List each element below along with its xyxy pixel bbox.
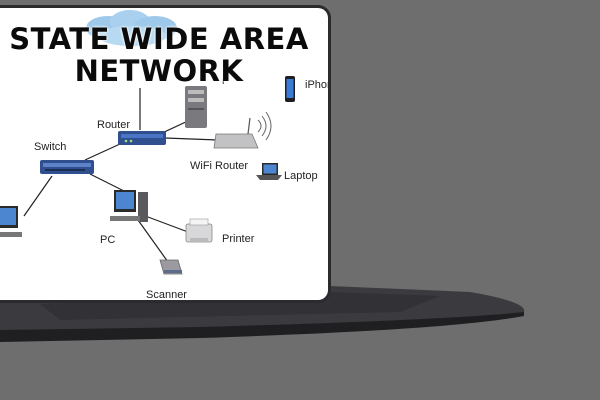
network-diagram: Router Switch r WiFi Router iPhon Laptop…	[0, 10, 328, 300]
headline-line-1: STATE WIDE AREA	[9, 22, 309, 56]
link-router-wifi	[164, 137, 219, 141]
label-printer: Printer	[222, 233, 255, 245]
pc-icon	[110, 190, 148, 222]
label-switch: Switch	[34, 141, 66, 153]
label-router: Router	[97, 119, 130, 131]
label-iphone: iPhon	[305, 79, 328, 91]
printer-icon	[185, 218, 213, 243]
link-router-switch	[84, 143, 121, 161]
router-icon	[118, 131, 166, 145]
headline-line-2: NETWORK	[74, 54, 244, 88]
label-scanner: Scanner	[146, 289, 187, 300]
label-laptop: Laptop	[284, 170, 318, 182]
label-wifi-router: WiFi Router	[190, 160, 248, 172]
scanner-icon	[159, 259, 183, 275]
label-server-fragment: r	[222, 75, 226, 87]
server-icon	[185, 86, 207, 128]
laptop-deck-edge	[0, 312, 524, 342]
keyboard-area	[40, 292, 440, 320]
cloud-icon	[86, 10, 177, 46]
wifi-router-icon	[213, 111, 272, 149]
link-switch-leftpc	[23, 175, 53, 217]
iphone-icon	[285, 76, 295, 102]
label-pc: PC	[100, 234, 115, 246]
link-pc-scanner	[137, 219, 169, 263]
left-pc-icon	[0, 206, 22, 237]
laptop-device-icon	[256, 163, 282, 180]
laptop-screen: Router Switch r WiFi Router iPhon Laptop…	[0, 8, 328, 300]
switch-icon	[40, 160, 94, 174]
